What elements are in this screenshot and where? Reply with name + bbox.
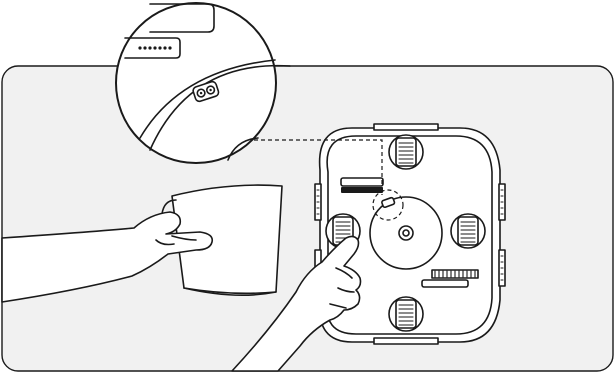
sensor-window-icon xyxy=(340,177,384,193)
cup-icon xyxy=(161,184,283,296)
right-hand-icon xyxy=(231,235,362,372)
callout-leader xyxy=(240,139,383,195)
target-sensor-icon xyxy=(372,189,404,221)
center-cap-icon xyxy=(369,196,443,270)
magnifier-callout xyxy=(115,2,291,164)
contact-pins-icon xyxy=(421,269,479,288)
drive-wheel-icon xyxy=(325,134,486,332)
left-hand-icon xyxy=(1,211,214,303)
